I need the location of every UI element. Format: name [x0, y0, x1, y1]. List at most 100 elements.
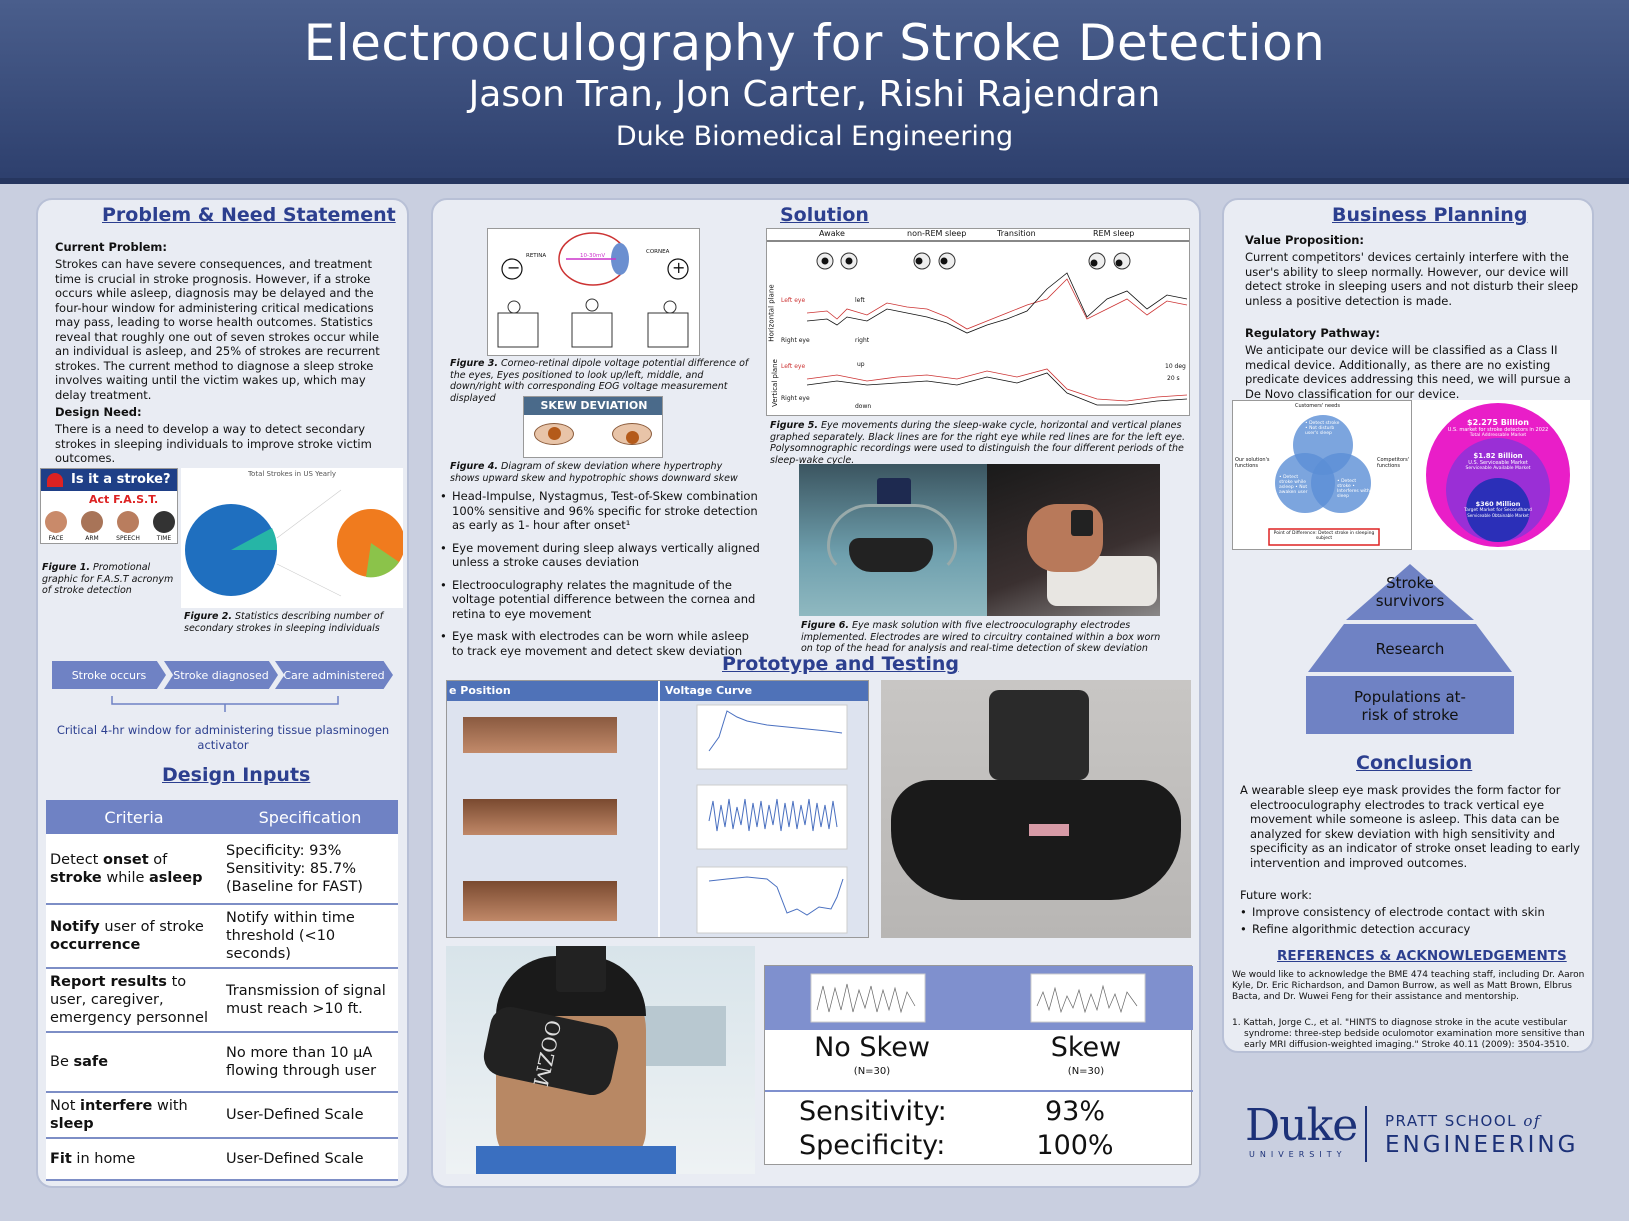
market-pyramid	[1306, 564, 1514, 734]
design-need-label: Design Need:	[55, 405, 142, 419]
fig4-skew-diagram: SKEW DEVIATION	[523, 396, 663, 458]
timeline-care-administered: Care administered	[275, 661, 393, 689]
value-proposition-text: Current competitors' devices certainly i…	[1245, 250, 1579, 308]
list-item: Refine algorithmic detection accuracy	[1240, 922, 1580, 937]
pie-slice-recurrent	[366, 543, 399, 578]
col-specification: Specification	[222, 800, 398, 834]
som-value: $360 Million	[1475, 500, 1521, 508]
scale-deg: 10 deg	[1165, 363, 1186, 370]
pie-slice-sleep	[231, 528, 278, 550]
col-criteria: Criteria	[46, 800, 222, 834]
pyramid-stroke-survivors: Stroke survivors	[1375, 574, 1445, 610]
fast-subtitle: Act F.A.S.T.	[89, 493, 159, 506]
table-row: Notify user of stroke occurrence Notify …	[46, 904, 398, 969]
spec-cell: User-Defined Scale	[222, 1092, 398, 1139]
fig6-mask-render	[799, 464, 987, 616]
list-item: Electrooculography relates the magnitude…	[440, 578, 760, 622]
table-row: Detect onset of stroke while asleep Spec…	[46, 834, 398, 905]
fig3-dipole-diagram: RETINA CORNEA 10-30mV − +	[487, 228, 700, 356]
som-desc: Target Market for Secondhand	[1464, 508, 1532, 513]
venn-diagram: Customers' needs Our solution's function…	[1232, 400, 1412, 550]
pyramid-research: Research	[1375, 640, 1445, 658]
tam-sub: Total Addressable Market	[1469, 433, 1527, 438]
design-inputs-title: Design Inputs	[162, 764, 311, 786]
eye-mask	[849, 538, 933, 572]
eye-position-table: e Position Voltage Curve	[446, 680, 869, 938]
circuit-enclosure	[989, 690, 1089, 780]
criteria-cell: Not interfere with sleep	[46, 1092, 222, 1139]
phase-rem: REM sleep	[1093, 229, 1135, 238]
acknowledgements-text: We would like to acknowledge the BME 474…	[1232, 970, 1585, 1002]
fast-speech: SPEECH	[116, 535, 140, 542]
duke-wordmark: Duke	[1245, 1100, 1358, 1151]
sam-value: $1.82 Billion	[1473, 452, 1523, 460]
fast-time: TIME	[156, 535, 172, 542]
label-left-eye-h: Left eye	[781, 297, 806, 304]
no-skew-label: No Skew	[814, 1032, 930, 1063]
sam-sub: Serviceable Available Market	[1465, 466, 1531, 471]
eyes-looking-down	[463, 881, 617, 921]
sam-desc: U.S. Serviceable Market	[1468, 460, 1528, 466]
skew-title: SKEW DEVIATION	[524, 397, 662, 415]
label-right-eye-h: Right eye	[781, 337, 810, 344]
col-eye-position: e Position	[449, 684, 511, 697]
table-row: Fit in home User-Defined Scale	[46, 1138, 398, 1181]
box-on-head	[1071, 510, 1093, 536]
timeline-stroke-occurs: Stroke occurs	[52, 661, 166, 689]
fig2-chart-title: Total Strokes in US Yearly	[247, 470, 337, 478]
regulatory-label: Regulatory Pathway:	[1245, 326, 1381, 340]
sensitivity-value: 93%	[1044, 1096, 1105, 1127]
skew-n: (N=30)	[1067, 1066, 1105, 1077]
fig1-caption: Figure 1. Promotional graphic for F.A.S.…	[42, 562, 174, 596]
fig4-caption: Figure 4. Diagram of skew deviation wher…	[450, 461, 738, 484]
specificity-label: Specificity:	[799, 1130, 946, 1161]
poster-affiliation: Duke Biomedical Engineering	[615, 121, 1014, 152]
venn-right-items: • Detect stroke • Interferes with sleep	[1337, 479, 1370, 499]
minus-icon: −	[507, 258, 521, 277]
references-title: REFERENCES & ACKNOWLEDGEMENTS	[1277, 948, 1567, 964]
label-right-eye-v: Right eye	[781, 395, 810, 402]
skew-label: Skew	[1050, 1032, 1122, 1063]
fast-arm: ARM	[85, 535, 99, 542]
value-proposition-label: Value Proposition:	[1245, 233, 1365, 247]
fig3-caption: Figure 3. Corneo-retinal dipole voltage …	[450, 358, 749, 404]
list-item: Eye movement during sleep always vertica…	[440, 541, 760, 570]
tam-desc: U.S. market for stroke detectors in 2022	[1447, 427, 1549, 433]
label-up: up	[857, 361, 865, 368]
spec-cell: User-Defined Scale	[222, 1138, 398, 1181]
siren-icon	[47, 473, 63, 487]
head-box	[556, 946, 606, 992]
regulatory-text: We anticipate our device will be classif…	[1245, 343, 1571, 401]
business-title: Business Planning	[1332, 204, 1528, 226]
criteria-cell: Be safe	[46, 1032, 222, 1093]
spec-cell: Notify within time threshold (<10 second…	[222, 904, 398, 969]
sensitivity-label: Sensitivity:	[799, 1096, 947, 1127]
solution-title: Solution	[780, 204, 869, 226]
som-sub: Serviceable Obtainable Market	[1467, 513, 1529, 518]
plus-icon: +	[672, 258, 686, 277]
future-work-list: Improve consistency of electrode contact…	[1240, 905, 1580, 938]
right-eye-icon	[612, 423, 652, 445]
fig2-caption: Figure 2. Statistics describing number o…	[184, 611, 384, 634]
pratt-wordmark: PRATT SCHOOL of	[1385, 1112, 1541, 1130]
engineering-wordmark: ENGINEERING	[1385, 1132, 1579, 1158]
prototype-eye-mask	[891, 780, 1181, 900]
time-icon	[153, 511, 175, 533]
spec-cell: Specificity: 93% Sensitivity: 85.7% (Bas…	[222, 834, 398, 905]
future-work-label: Future work:	[1240, 888, 1312, 902]
list-item: Eye mask with electrodes can be worn whi…	[440, 629, 760, 658]
eyes-looking-middle	[463, 799, 617, 835]
specificity-value: 100%	[1036, 1130, 1114, 1161]
venn-top-items: • Detect stroke • Not disturb user's sle…	[1305, 421, 1340, 436]
cornea-label: CORNEA	[646, 249, 670, 255]
venn-our-solution: Our solution's functions	[1235, 457, 1270, 469]
pyramid-middle	[1308, 624, 1512, 672]
table-row: Not interfere with sleep User-Defined Sc…	[46, 1092, 398, 1139]
venn-customers: Customers' needs	[1295, 403, 1340, 409]
face-icon	[45, 511, 67, 533]
poster-title: Electrooculography for Stroke Detection	[303, 14, 1326, 72]
table-row: Report results to user, caregiver, emerg…	[46, 968, 398, 1033]
criteria-cell: Notify user of stroke occurrence	[46, 904, 222, 969]
label-down: down	[855, 403, 872, 410]
design-need-text: There is a need to develop a way to dete…	[55, 422, 372, 465]
